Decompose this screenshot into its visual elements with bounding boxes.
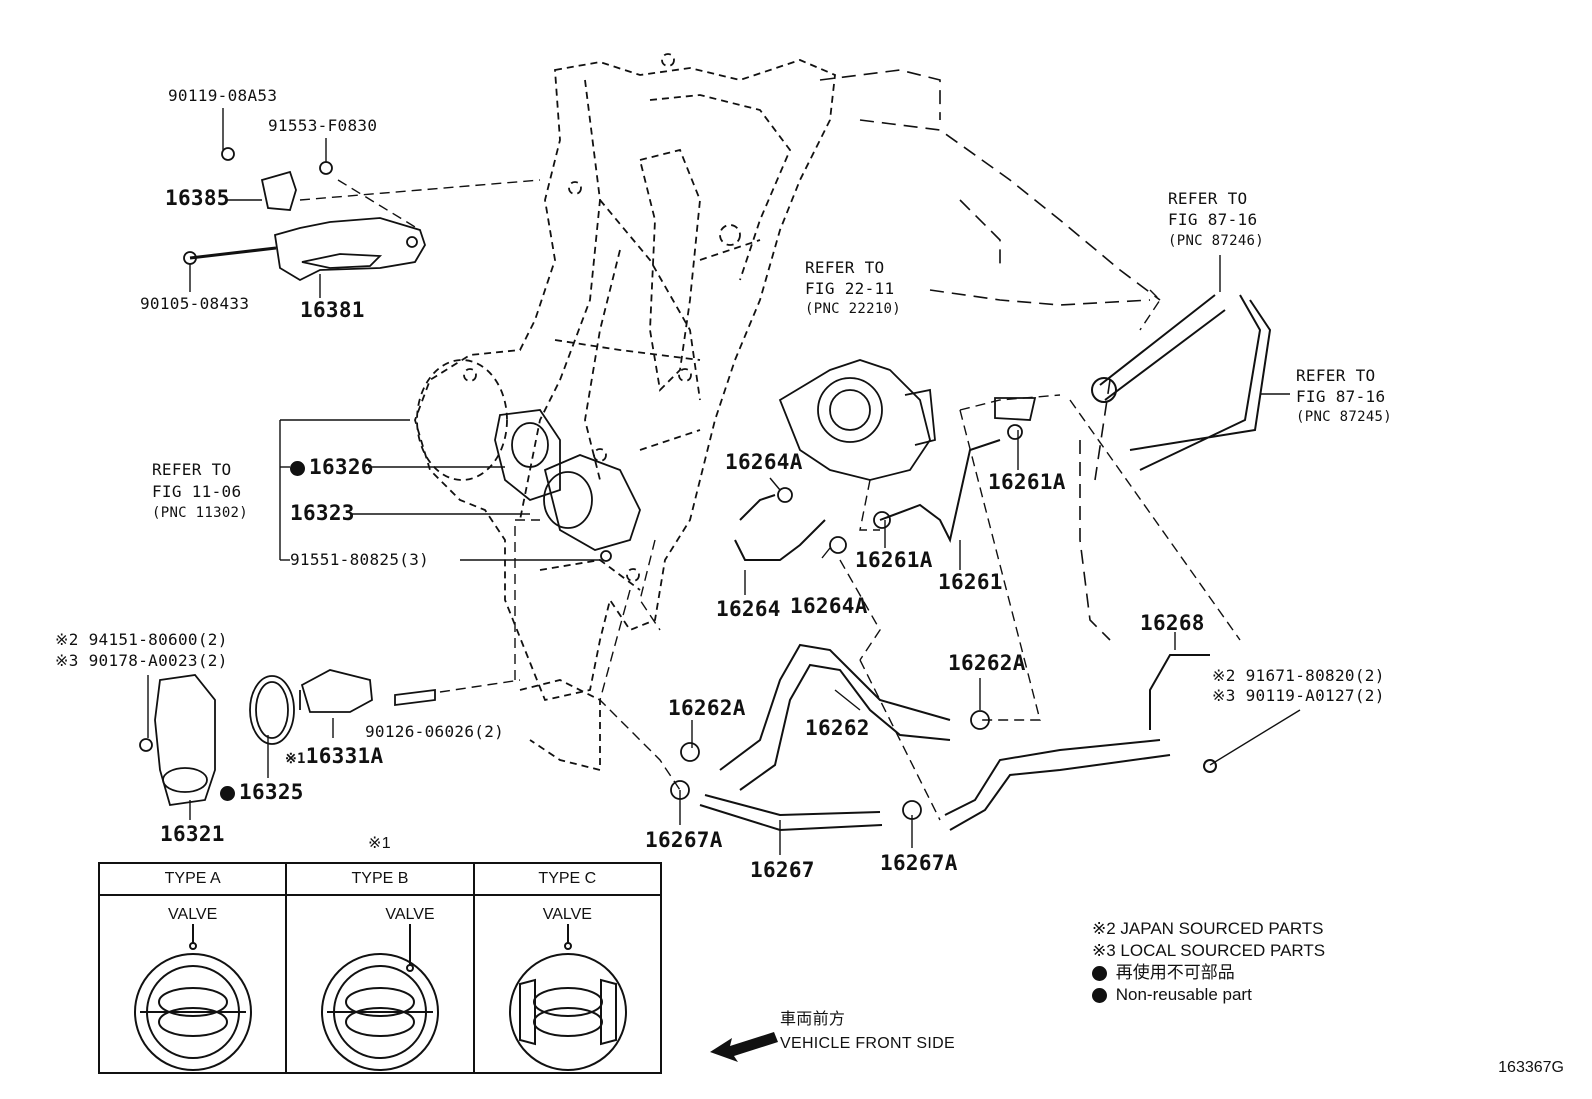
legend-jp-text: 再使用不可部品 [1115,963,1235,982]
part-16264A-top: 16264A [725,450,803,474]
ref-fig11-line1: REFER TO [152,460,232,479]
bracket-part [183,147,426,282]
part-90105-08433: 90105-08433 [140,294,250,313]
throttle-body [778,359,936,481]
part-16326-number: 16326 [309,455,374,479]
part-94151-80600: ※2 94151-80600(2) [55,632,228,648]
part-90178-A0023: ※3 90178-A0023(2) [55,653,228,669]
clamps [670,397,1037,820]
mark-1: ※1 [285,751,306,767]
ref-fig87a-line1: REFER TO [1168,189,1248,208]
part-91551-80825: 91551-80825(3) [290,550,430,569]
part-16261: 16261 [938,570,1003,594]
part-90126-06026: 90126-06026(2) [365,722,505,741]
ref-fig22-line3: (PNC 22210) [805,301,902,317]
ref-fig22-line2: FIG 22-11 [805,279,895,298]
part-16262A-right: 16262A [948,651,1026,675]
part-16331A-number: 16331A [305,744,384,768]
type-c-valve-label: VALVE [542,906,592,923]
part-16321: 16321 [160,822,225,846]
ref-fig22-line1: REFER TO [805,258,885,277]
legend-japan-sourced: ※2 JAPAN SOURCED PARTS [1092,919,1324,938]
block-outline [819,69,1161,641]
legend-non-reusable-jp: 再使用不可部品 [1092,962,1325,984]
part-90119-08A53: 90119-08A53 [168,86,278,105]
ref-fig87b-line3: (PNC 87245) [1296,409,1393,425]
non-reusable-dot-icon [290,460,305,476]
leader-lines [147,108,1301,855]
type-table-mark: ※1 [368,835,391,852]
non-reusable-dot-icon [220,785,235,801]
part-16264A-bottom: 16264A [790,594,868,618]
legend-en-text: Non-reusable part [1115,985,1252,1004]
part-16262A-left: 16262A [668,696,746,720]
part-16262: 16262 [805,716,870,740]
part-90178-number: 90178-A0023(2) [88,651,228,670]
front-label-jp: 車両前方 [780,1011,846,1028]
type-b-valve-label: VALVE [385,906,435,923]
part-90119-A0127: ※3 90119-A0127(2) [1212,688,1385,704]
thermostat-type-table: TYPE A VALVE TYPE B VALVE TYPE C VALVE [98,862,662,1074]
type-b-column: TYPE B VALVE [287,864,475,1072]
part-16268: 16268 [1140,611,1205,635]
type-c-thermostat-icon [508,924,627,1071]
part-16326: 16326 [290,457,374,478]
type-a-valve-label: VALVE [168,906,218,923]
part-16325-number: 16325 [239,780,304,804]
part-91671-80820: ※2 91671-80820(2) [1212,668,1385,684]
type-b-header: TYPE B [287,864,473,896]
mark-3: ※3 [55,651,79,670]
part-16267: 16267 [750,858,815,882]
type-a-header: TYPE A [100,864,286,896]
part-16325: 16325 [220,782,304,803]
ref-fig87b-line1: REFER TO [1296,366,1376,385]
part-16264: 16264 [716,597,781,621]
type-c-header: TYPE C [474,864,660,896]
front-arrow-icon [710,1032,778,1062]
mark-3: ※3 [1212,686,1236,705]
part-16267A-left: 16267A [645,828,723,852]
part-16323: 16323 [290,501,355,525]
dashed-refs [299,179,1241,821]
legend: ※2 JAPAN SOURCED PARTS ※3 LOCAL SOURCED … [1092,918,1325,1006]
part-91671-number: 91671-80820(2) [1245,666,1385,685]
type-a-thermostat-icon [134,924,252,1071]
part-90119-A0127-number: 90119-A0127(2) [1245,686,1385,705]
mark-2: ※2 [55,630,79,649]
type-b-thermostat-icon [321,924,440,1071]
type-a-column: TYPE A VALVE [100,864,288,1072]
non-reusable-dot-icon [1092,988,1107,1004]
figure-number: 163367G [1498,1059,1564,1076]
ref-fig11-line2: FIG 11-06 [152,482,242,501]
ref-fig87a-line2: FIG 87-16 [1168,210,1258,229]
part-16267A-right: 16267A [880,851,958,875]
part-91553-F0830: 91553-F0830 [268,116,378,135]
part-16261A-mid: 16261A [855,548,933,572]
legend-local-sourced: ※3 LOCAL SOURCED PARTS [1092,941,1326,960]
part-16261A-right: 16261A [988,470,1066,494]
legend-non-reusable: Non-reusable part [1092,984,1325,1006]
water-outlet [494,409,641,562]
part-16331A: ※116331A [285,746,383,767]
part-16381: 16381 [300,298,365,322]
ref-fig11-line3: (PNC 11302) [152,505,249,521]
part-16385: 16385 [165,186,230,210]
non-reusable-dot-icon [1092,966,1107,982]
type-c-column: TYPE C VALVE [474,864,660,1072]
ref-fig87a-line3: (PNC 87246) [1168,233,1265,249]
ref-fig87b-line2: FIG 87-16 [1296,387,1386,406]
part-94151-number: 94151-80600(2) [88,630,228,649]
hoses [699,294,1272,832]
engine-cover-outline [414,53,836,772]
thermostat-assembly [139,669,436,807]
front-label-en: VEHICLE FRONT SIDE [780,1035,955,1052]
mark-2: ※2 [1212,666,1236,685]
